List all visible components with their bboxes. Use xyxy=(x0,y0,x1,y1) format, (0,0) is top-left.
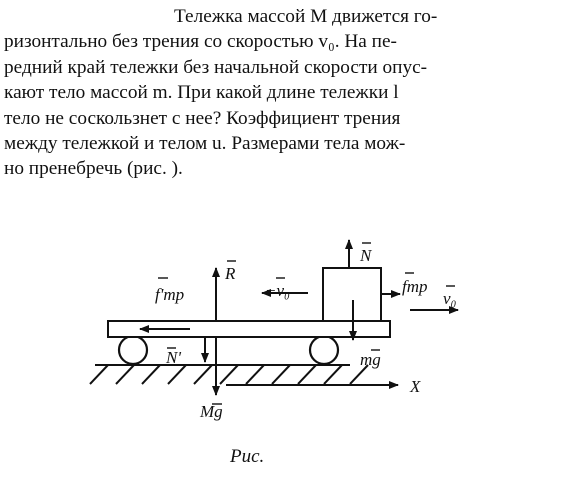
ground-hatching xyxy=(89,364,369,385)
vector-overbars xyxy=(158,242,455,405)
left-wheel xyxy=(117,334,149,366)
problem-line-6: между тележкой и телом u. Размерами тела… xyxy=(4,133,406,155)
label-mg: mg xyxy=(360,350,381,369)
problem-line-4: кают тело массой m. При какой длине теле… xyxy=(4,82,399,104)
label-v0: v₀ xyxy=(443,289,457,308)
problem-line-1: Тележка массой M движется го- xyxy=(174,6,438,27)
label-N: N xyxy=(359,246,373,265)
label-N-prime: N' xyxy=(165,348,181,367)
figure-caption: Рис. xyxy=(230,446,265,467)
problem-line-5: тело не соскользнет с нее? Коэффициент т… xyxy=(4,107,401,129)
label-X: X xyxy=(409,377,421,396)
right-wheel xyxy=(308,334,340,366)
label-Mg: Mg xyxy=(199,402,223,421)
label-f-tr-prime: f'тр xyxy=(155,285,184,304)
problem-line-7: но пренебречь (рис. ). xyxy=(4,158,183,180)
cart-platform xyxy=(107,320,391,338)
problem-line-2: ризонтально без трения со скоростью v₀. … xyxy=(4,31,397,53)
problem-line-3: редний край тележки без начальной скорос… xyxy=(4,56,428,78)
label-R: R xyxy=(224,264,236,283)
problem-text: Тележка массой M движется го- ризонтальн… xyxy=(4,4,577,182)
label-minus-v0: −v₀ xyxy=(265,281,290,300)
label-f-tr: fтр xyxy=(402,277,428,296)
